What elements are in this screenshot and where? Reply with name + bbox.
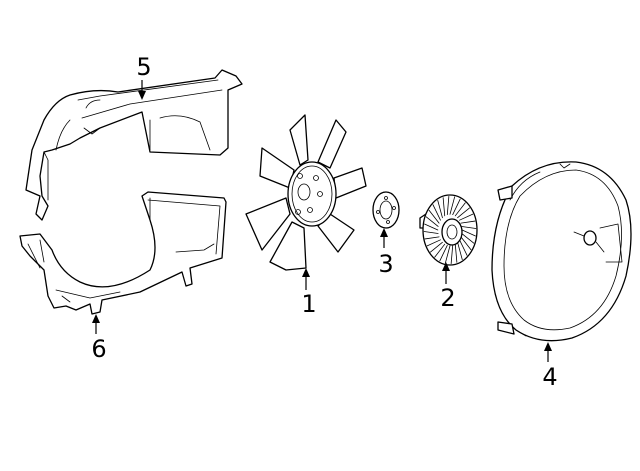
callout-2: 2 <box>440 262 456 312</box>
fan-blade-part <box>245 114 367 271</box>
callout-4-label: 4 <box>542 363 557 391</box>
callout-4: 4 <box>542 342 558 391</box>
callout-5: 5 <box>136 53 152 100</box>
callout-5-label: 5 <box>136 53 151 81</box>
clutch-fin <box>454 243 458 263</box>
clutch-fin <box>460 220 476 224</box>
clutch-fin <box>434 243 446 258</box>
clutch-fin <box>452 198 461 216</box>
callout-2-label: 2 <box>440 284 455 312</box>
clutch-fin <box>424 223 439 231</box>
fan-shroud-part <box>491 161 632 342</box>
callout-3-label: 3 <box>378 250 393 278</box>
clutch-fin <box>457 207 470 219</box>
clutch-fin <box>446 196 450 216</box>
clutch-fin <box>459 213 474 221</box>
clutch-fin <box>450 244 454 264</box>
clutch-fin <box>424 236 440 240</box>
spacer-part <box>372 191 400 229</box>
clutch-fin <box>425 216 439 227</box>
clutch-fin <box>437 200 443 219</box>
clutch-fin <box>444 245 451 264</box>
callout-1: 1 <box>301 268 317 318</box>
clutch-fin <box>426 239 441 247</box>
callout-6: 6 <box>91 314 107 363</box>
clutch-fin <box>430 241 443 253</box>
clutch-fin <box>461 233 475 244</box>
clutch-fin <box>454 202 466 217</box>
clutch-fin <box>432 204 441 221</box>
clutch-fin <box>428 209 440 224</box>
callout-1-label: 1 <box>301 290 316 318</box>
clutch-fin <box>449 196 456 215</box>
clutch-fin <box>461 229 476 237</box>
lower-shroud-part <box>19 191 227 315</box>
clutch-fin <box>442 197 446 217</box>
upper-shroud-part <box>25 69 243 221</box>
callout-3: 3 <box>378 228 394 278</box>
clutch-fin <box>461 226 477 229</box>
clutch-fin <box>457 241 463 260</box>
callout-6-label: 6 <box>91 335 106 363</box>
clutch-fin <box>460 236 472 251</box>
clutch-fin <box>459 239 468 256</box>
clutch-fin <box>439 244 448 262</box>
fan-clutch-part <box>419 194 478 266</box>
clutch-fin <box>423 231 439 234</box>
